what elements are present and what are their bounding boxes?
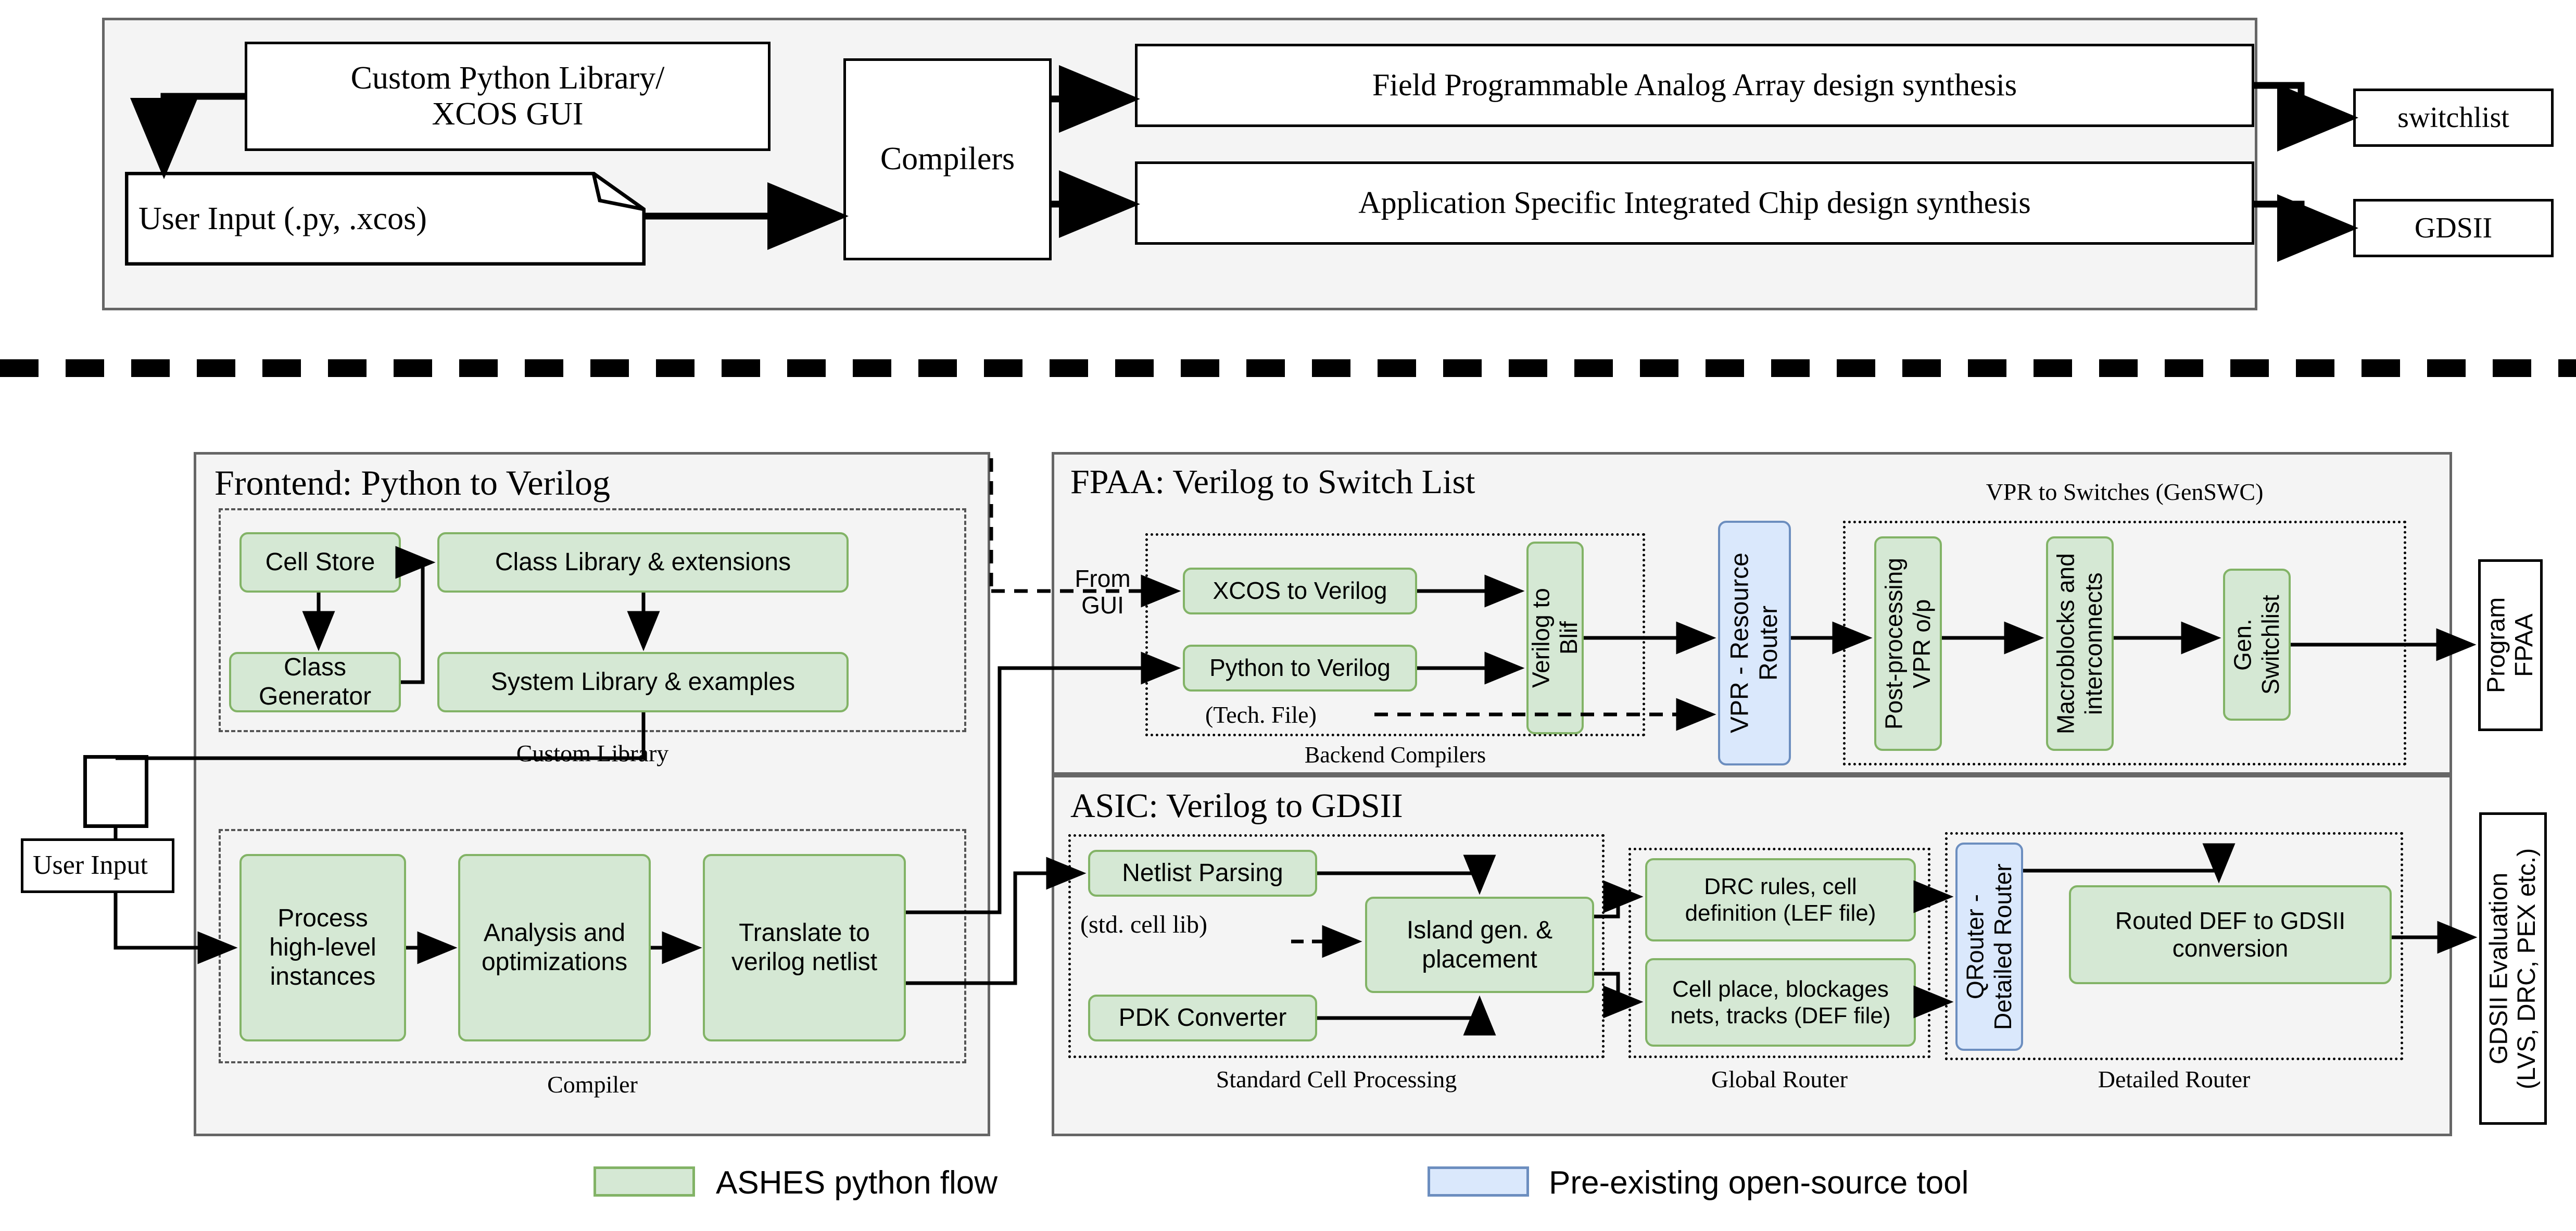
block-qrouter-detailed-router: QRouter - Detailed Router [1955,843,2023,1051]
block-class-generator: Class Generator [229,652,401,712]
block-process-high-level-instances: Process high-level instances [239,854,406,1041]
frontend-title: Frontend: Python to Verilog [214,463,610,503]
block-line: verilog netlist [731,948,878,976]
legend-label-ashes: ASHES python flow [716,1165,998,1201]
legend-label-preexisting-tool: Pre-existing open-source tool [1549,1165,1969,1201]
program-fpaa-label: Program FPAA [2482,597,2538,694]
block-line: Process [277,905,368,933]
standard-cell-processing-label: Standard Cell Processing [1216,1066,1457,1092]
global-router-group [1628,848,1930,1058]
block-line: nets, tracks (DEF file) [1670,1003,1891,1028]
block-island-gen-placement: Island gen. & placement [1365,897,1594,993]
block-gen-switchlist: Gen. Switchlist [2223,569,2291,721]
block-post-processing-vpr-output: Post-processing VPR o/p [1874,536,1942,751]
top-box-gdsii: GDSII [2353,199,2554,257]
top-box-fpaa-synthesis: Field Programmable Analog Array design s… [1135,44,2254,127]
std-cell-lib-label: (std. cell lib) [1080,911,1207,938]
block-line: optimizations [481,948,628,976]
legend-swatch-ashes [594,1166,695,1197]
block-line: DRC rules, cell [1704,873,1857,899]
qrouter-label: QRouter - Detailed Router [1961,863,2016,1030]
custom-library-label: Custom Library [516,740,669,767]
block-line: Cell place, blockages [1672,976,1889,1002]
gdsii-evaluation-label: GDSII Evaluation (LVS, DRC, PEX etc.) [2485,848,2541,1089]
block-translate-to-verilog-netlist: Translate to verilog netlist [703,854,906,1041]
block-line: Island gen. & [1406,916,1553,944]
global-router-label: Global Router [1711,1066,1848,1092]
block-line: instances [270,962,376,990]
block-pdk-converter: PDK Converter [1088,995,1317,1041]
fpaa-title: FPAA: Verilog to Switch List [1070,463,1475,501]
block-python-to-verilog: Python to Verilog [1183,645,1417,692]
block-line: definition (LEF file) [1685,900,1876,926]
tech-file-label: (Tech. File) [1205,701,1317,728]
user-input-box: User Input [21,838,174,893]
top-box-user-input-label: User Input (.py, .xcos) [138,200,427,236]
block-xcos-to-verilog: XCOS to Verilog [1183,568,1417,614]
block-line: conversion [2172,935,2289,962]
block-line: high-level [269,934,376,962]
vpr-resource-router-label: VPR - Resource Router [1726,552,1783,734]
block-line: Translate to [739,919,870,947]
top-box-custom-python-library-line1: Custom Python Library/ [350,60,665,96]
loop-stub-box [83,755,148,828]
detailed-router-group [1945,832,2403,1060]
block-line: Analysis and [483,919,626,947]
asic-title: ASIC: Verilog to GDSII [1070,787,1403,825]
genswc-label: VPR to Switches (GenSWC) [1986,479,2264,505]
gen-switchlist-label: Gen. Switchlist [2229,595,2284,695]
detailed-router-label: Detailed Router [2098,1066,2251,1092]
block-routed-def-to-gdsii-conversion: Routed DEF to GDSII conversion [2069,885,2392,984]
section-divider [0,359,2576,377]
from-gui-line: From [1075,565,1131,592]
block-system-library-examples: System Library & examples [437,652,849,712]
backend-compilers-label: Backend Compilers [1304,742,1486,768]
block-verilog-to-blif: Verilog to Blif [1526,542,1584,734]
block-cell-store: Cell Store [239,532,401,593]
block-drc-rules-cell-definition: DRC rules, cell definition (LEF file) [1645,858,1916,941]
compiler-label: Compiler [547,1071,638,1098]
block-line: placement [1422,945,1537,973]
backend-compilers-group [1145,533,1645,736]
from-gui-label: From GUI [1056,566,1150,618]
top-box-switchlist: switchlist [2353,89,2554,147]
top-box-custom-python-library-line2: XCOS GUI [432,96,584,132]
block-class-library-extensions: Class Library & extensions [437,532,849,593]
legend-swatch-preexisting-tool [1428,1166,1529,1197]
block-line: Routed DEF to GDSII [2115,907,2346,934]
output-program-fpaa: Program FPAA [2478,559,2543,731]
top-box-custom-python-library: Custom Python Library/ XCOS GUI [245,42,771,151]
block-macroblocks-and-interconnects: Macroblocks and interconnects [2046,536,2114,751]
verilog-to-blif-label: Verilog to Blif [1527,588,1582,688]
output-gdsii-evaluation: GDSII Evaluation (LVS, DRC, PEX etc.) [2479,812,2547,1125]
block-netlist-parsing: Netlist Parsing [1088,850,1317,897]
block-analysis-and-optimizations: Analysis and optimizations [458,854,651,1041]
top-box-asic-synthesis: Application Specific Integrated Chip des… [1135,161,2254,245]
block-vpr-resource-router: VPR - Resource Router [1718,521,1791,765]
macroblocks-label: Macroblocks and interconnects [2052,553,2107,734]
top-box-compilers: Compilers [843,58,1052,260]
top-box-user-input: User Input (.py, .xcos) [125,172,646,266]
from-gui-line: GUI [1081,591,1124,619]
block-cell-place-blockages-nets-tracks: Cell place, blockages nets, tracks (DEF … [1645,958,1916,1047]
post-processing-label: Post-processing VPR o/p [1880,558,1935,730]
